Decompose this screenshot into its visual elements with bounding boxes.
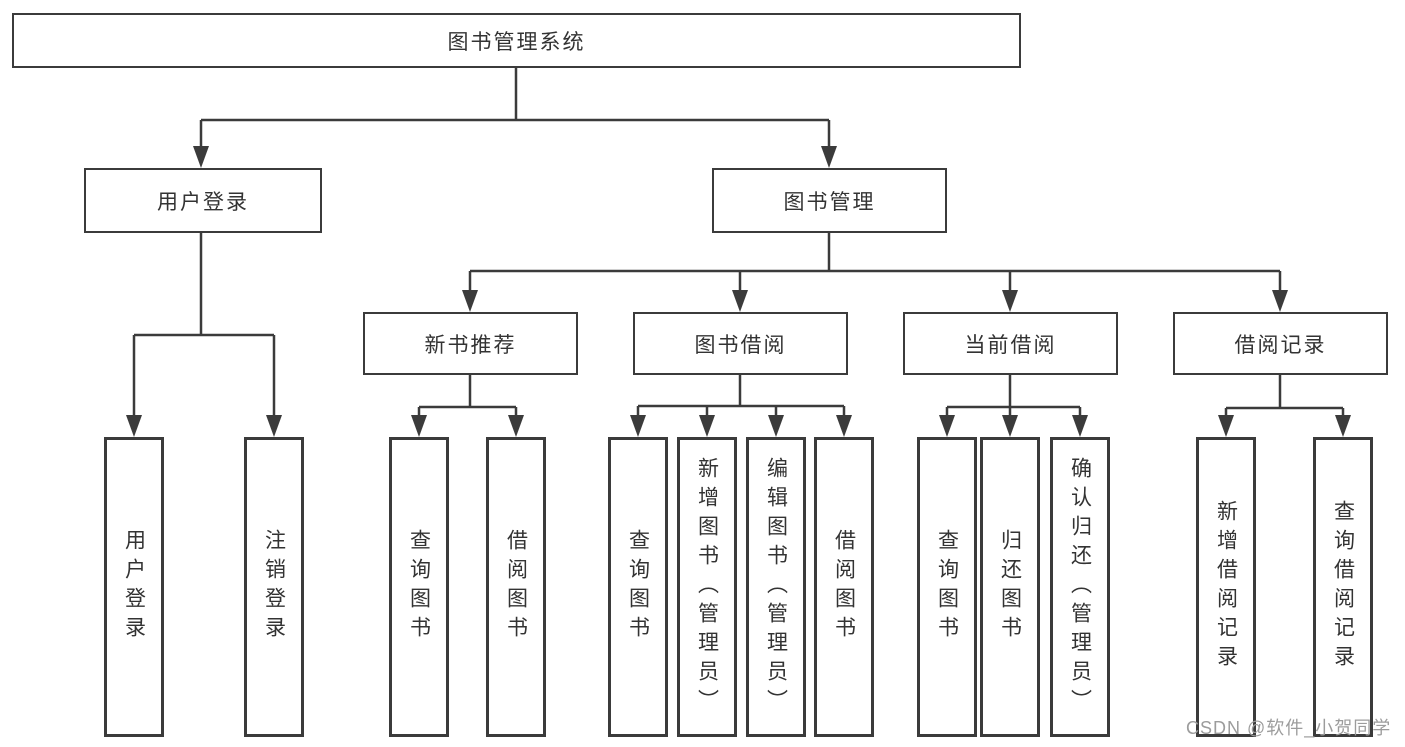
leaf-borrowing-query-books: 查询图书 [608, 437, 668, 737]
leaf-label: 归还图书 [998, 529, 1022, 645]
node-label: 图书管理 [783, 190, 876, 214]
connector-current-borrowing-children [939, 375, 1088, 437]
leaf-borrowing-borrow-books: 借阅图书 [814, 437, 874, 737]
leaf-records-add-record: 新增借阅记录 [1196, 437, 1256, 737]
leaf-current-query-books: 查询图书 [917, 437, 977, 737]
node-borrowing-records: 借阅记录 [1173, 312, 1388, 375]
node-label: 当前借阅 [964, 333, 1057, 357]
connector-borrowing-records-children [1218, 375, 1351, 437]
leaf-user-login: 用户登录 [104, 437, 164, 737]
leaf-label: 查询图书 [407, 529, 431, 645]
leaf-label: 查询图书 [935, 529, 959, 645]
leaf-current-confirm-return-admin: 确认归还（管理员） [1050, 437, 1110, 737]
leaf-label: 借阅图书 [504, 529, 528, 645]
leaf-label: 查询借阅记录 [1331, 500, 1355, 674]
connector-book-borrowing-children [630, 375, 852, 437]
leaf-records-query-record: 查询借阅记录 [1313, 437, 1373, 737]
leaf-label: 注销登录 [262, 529, 286, 645]
leaf-label: 用户登录 [122, 529, 146, 645]
node-label: 用户登录 [157, 190, 249, 214]
leaf-borrowing-add-books-admin: 新增图书（管理员） [677, 437, 737, 737]
leaf-label: 确认归还（管理员） [1068, 456, 1092, 718]
leaf-current-return-books: 归还图书 [980, 437, 1040, 737]
csdn-watermark: CSDN @软件_小贺同学 [1186, 718, 1392, 738]
node-user-login: 用户登录 [84, 168, 322, 233]
leaf-label: 新增图书（管理员） [695, 456, 719, 718]
node-label: 图书借阅 [694, 333, 787, 357]
connector-root-to-level2 [193, 68, 837, 168]
node-label: 借阅记录 [1234, 333, 1327, 357]
connector-new-book-recommend-children [411, 375, 524, 437]
node-book-borrowing: 图书借阅 [633, 312, 848, 375]
leaf-label: 新增借阅记录 [1214, 500, 1238, 674]
connector-book-management-children [462, 233, 1288, 312]
node-current-borrowing: 当前借阅 [903, 312, 1118, 375]
connector-user-login-children [126, 233, 282, 437]
leaf-borrowing-edit-books-admin: 编辑图书（管理员） [746, 437, 806, 737]
leaf-recommend-borrow-books: 借阅图书 [486, 437, 546, 737]
node-book-management: 图书管理 [712, 168, 947, 233]
node-library-management-system: 图书管理系统 [12, 13, 1021, 68]
node-new-book-recommend: 新书推荐 [363, 312, 578, 375]
node-label: 图书管理系统 [447, 30, 586, 54]
leaf-label: 借阅图书 [832, 529, 856, 645]
leaf-recommend-query-books: 查询图书 [389, 437, 449, 737]
leaf-label: 查询图书 [626, 529, 650, 645]
leaf-label: 编辑图书（管理员） [764, 456, 788, 718]
leaf-logout: 注销登录 [244, 437, 304, 737]
node-label: 新书推荐 [424, 333, 517, 357]
